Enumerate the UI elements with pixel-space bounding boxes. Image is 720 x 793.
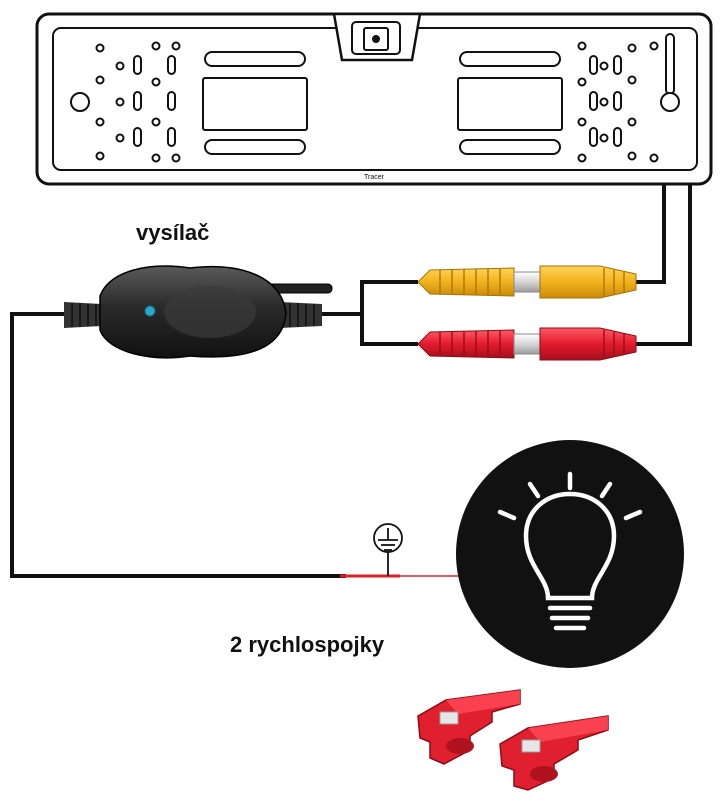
wireless-transmitter	[64, 265, 333, 359]
frame-brand-text: Tracer	[364, 174, 385, 181]
status-led	[144, 305, 156, 317]
license-plate-frame: Tracer	[35, 12, 713, 186]
transmitter-label: vysílač	[136, 220, 210, 245]
quick-connector-1	[417, 689, 521, 765]
yellow-rca-plug	[417, 265, 637, 299]
camera-housing	[332, 12, 422, 62]
camera-cables	[636, 184, 692, 346]
transmitter-input-cables	[320, 280, 418, 346]
reverse-light-bulb-icon	[456, 440, 684, 668]
quick-connector-2	[499, 715, 609, 791]
red-rca-plug	[417, 327, 637, 361]
frame-indicator	[660, 33, 680, 112]
ground-symbol	[373, 523, 403, 576]
transmitter-power-cable	[10, 312, 462, 578]
quick-connectors-label: 2 rychlospojky	[230, 632, 385, 657]
